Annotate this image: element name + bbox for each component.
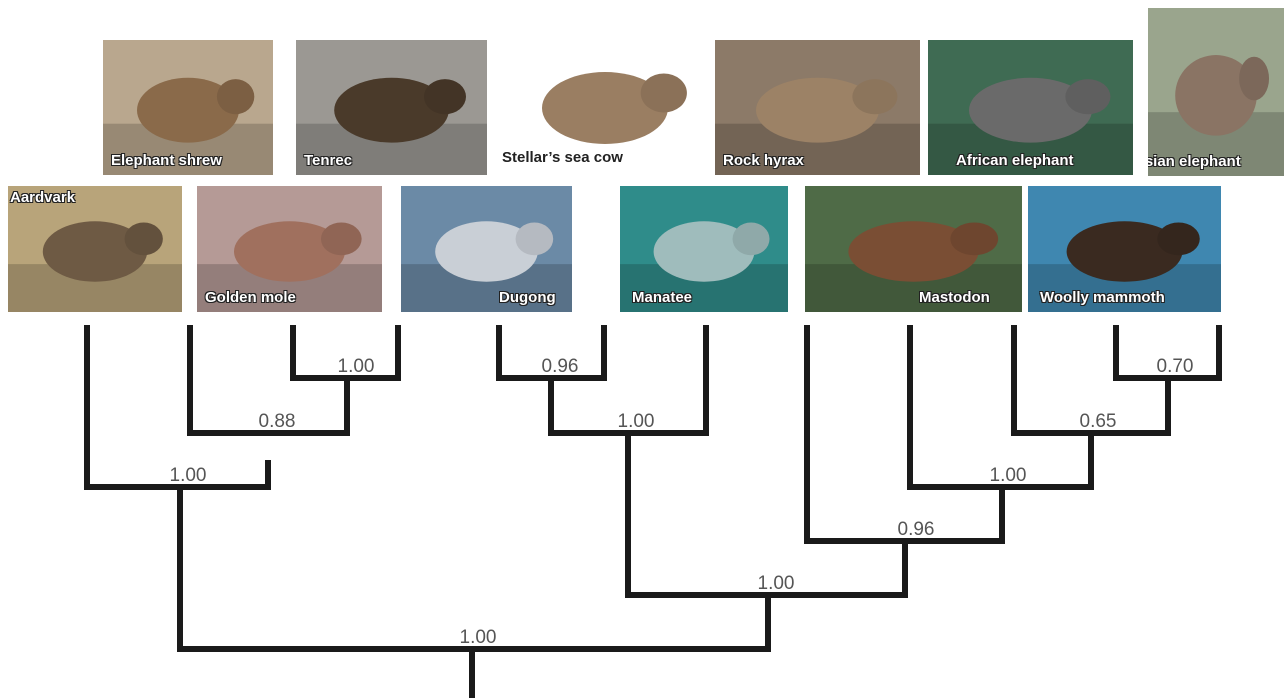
support-afroinsectiphilia: 1.00: [170, 465, 207, 486]
branch-paenungulata: [628, 433, 905, 595]
support-paenungulata: 1.00: [758, 573, 795, 594]
support-elephantidae: 1.00: [990, 465, 1027, 486]
support-values: 1.00 0.88 1.00 0.96 1.00 0.70 0.65 1.00 …: [170, 356, 1194, 648]
support-afrotheria: 1.00: [460, 627, 497, 648]
branch-aardvark-afroinsectiphilia: [87, 325, 268, 487]
support-sirenia: 1.00: [618, 411, 655, 432]
branch-hyrax-proboscidea: [807, 325, 1002, 541]
support-african-mammoth-asian: 0.65: [1080, 411, 1117, 432]
branch-elephantidae: [910, 325, 1091, 487]
support-shrew-mole-tenrec: 0.88: [259, 411, 296, 432]
support-mammoth-asian: 0.70: [1157, 356, 1194, 377]
tree-branches: [87, 325, 1219, 698]
branch-afrotheria: [180, 487, 768, 649]
support-dugong-seacow: 0.96: [542, 356, 579, 377]
support-golden-mole-tenrec: 1.00: [338, 356, 375, 377]
support-hyrax-proboscidea: 0.96: [898, 519, 935, 540]
